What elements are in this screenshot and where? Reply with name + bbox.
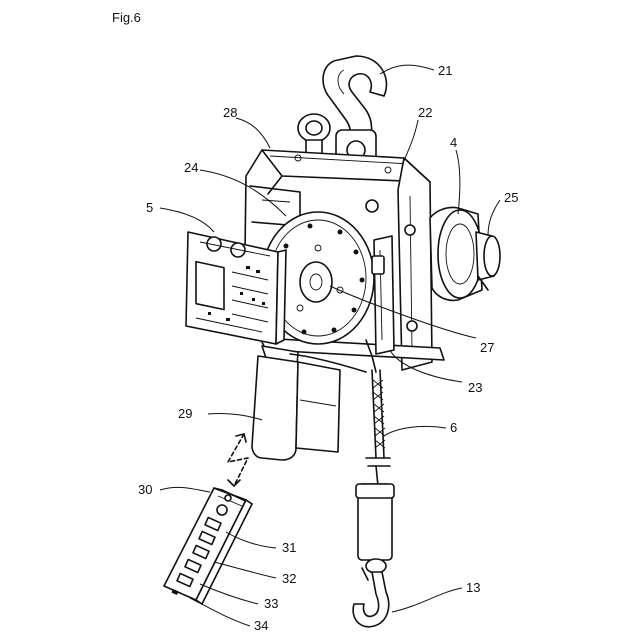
figure-title: Fig.6 (112, 10, 141, 25)
label-27: 27 (480, 340, 494, 355)
label-4: 4 (450, 135, 457, 150)
top-hook (323, 56, 386, 170)
label-22: 22 (418, 105, 432, 120)
label-30: 30 (138, 482, 152, 497)
label-13: 13 (466, 580, 480, 595)
label-31: 31 (282, 540, 296, 555)
load-chain (366, 370, 390, 486)
label-32: 32 (282, 571, 296, 586)
label-33: 33 (264, 596, 278, 611)
label-29: 29 (178, 406, 192, 421)
label-23: 23 (468, 380, 482, 395)
handle-receiver (252, 346, 366, 460)
label-25: 25 (504, 190, 518, 205)
bottom-hook-block (353, 484, 394, 627)
label-28: 28 (223, 105, 237, 120)
wireless-signal (228, 434, 248, 486)
remote-control (164, 488, 252, 604)
label-6: 6 (450, 420, 457, 435)
label-5: 5 (146, 200, 153, 215)
label-21: 21 (438, 63, 452, 78)
label-24: 24 (184, 160, 198, 175)
label-34: 34 (254, 618, 268, 633)
